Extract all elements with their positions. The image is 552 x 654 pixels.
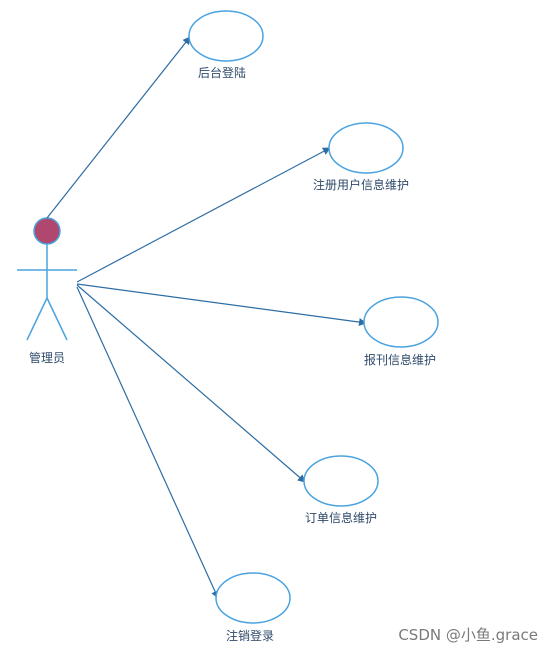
actor-label: 管理员 xyxy=(29,350,65,365)
associations xyxy=(46,36,367,599)
actor-left-leg xyxy=(26,297,48,341)
actor-head xyxy=(33,217,61,245)
association-login xyxy=(46,36,191,219)
association-journal xyxy=(76,283,367,327)
association-order xyxy=(76,284,306,483)
use-case-label: 注册用户信息维护 xyxy=(313,177,409,192)
actor-right-leg xyxy=(46,297,68,341)
use-case-login: 后台登陆 xyxy=(188,10,264,80)
use-case-ellipse xyxy=(328,122,404,174)
use-case-register: 注册用户信息维护 xyxy=(313,122,409,192)
association-logout xyxy=(76,286,219,599)
use-case-ellipse xyxy=(303,455,379,507)
use-case-ellipse xyxy=(188,10,264,62)
use-case-label: 注销登录 xyxy=(226,628,274,643)
use-case-journal: 报刊信息维护 xyxy=(363,296,439,367)
association-register xyxy=(76,147,331,283)
watermark: CSDN @小鱼.grace xyxy=(398,626,538,644)
use-case-label: 报刊信息维护 xyxy=(364,352,436,367)
actor-administrator: 管理员 xyxy=(17,217,77,365)
use-case-order: 订单信息维护 xyxy=(303,455,379,525)
use-case-label: 后台登陆 xyxy=(198,65,246,80)
use-case-ellipse xyxy=(363,296,439,348)
use-case-ellipse xyxy=(215,572,291,624)
use-case-logout: 注销登录 xyxy=(215,572,291,643)
use-case-label: 订单信息维护 xyxy=(305,510,377,525)
